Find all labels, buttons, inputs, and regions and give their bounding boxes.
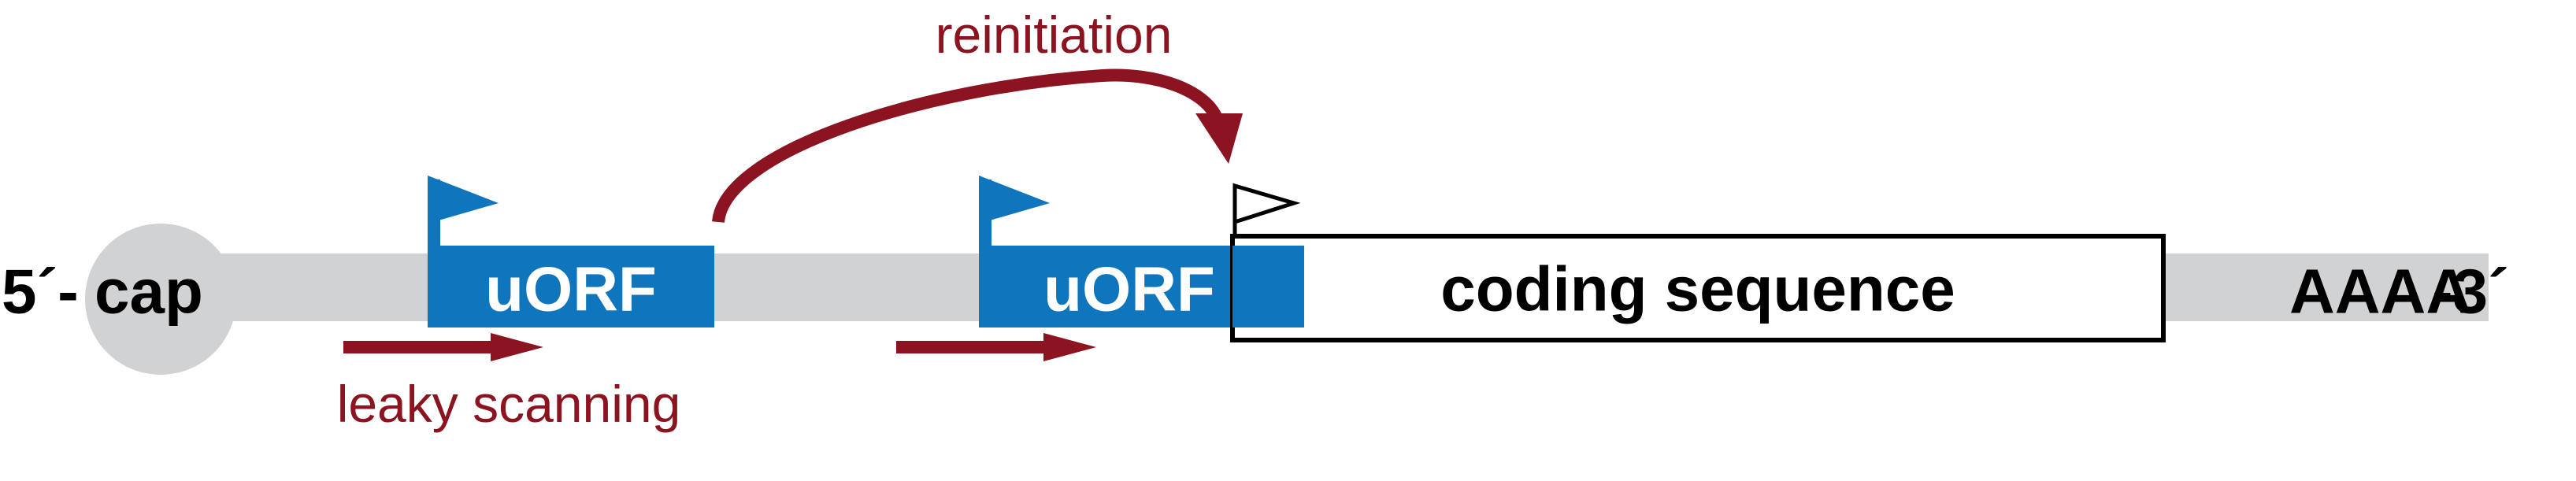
uorf-1-box bbox=[428, 246, 714, 327]
arrow-right-icon bbox=[343, 333, 543, 361]
uorf-2-overlap bbox=[1232, 246, 1304, 327]
uorf-2-label: uORF bbox=[1043, 254, 1215, 324]
reinitiation-arrowhead bbox=[1195, 113, 1243, 164]
cap-circle bbox=[85, 224, 236, 375]
arrow-right-icon bbox=[896, 333, 1096, 361]
leaky-arrow-2-head bbox=[1043, 333, 1096, 361]
reinitiation-label: reinitiation bbox=[936, 6, 1173, 64]
uorf-1: uORF bbox=[428, 176, 714, 327]
cds-label: coding sequence bbox=[1440, 254, 1955, 324]
cap-label: cap bbox=[95, 257, 203, 327]
five-prime-label: 5´- bbox=[2, 257, 79, 327]
leaky-arrow-1-head bbox=[491, 333, 543, 361]
flag-icon bbox=[979, 176, 1050, 224]
flag-outline-icon bbox=[1232, 183, 1301, 225]
three-prime-label: -3´ bbox=[2432, 257, 2509, 327]
cds-box bbox=[1230, 234, 2166, 342]
flag-icon bbox=[428, 176, 499, 224]
coding-sequence: coding sequence bbox=[1230, 183, 2166, 342]
poly-a-label: AAAA bbox=[2289, 257, 2471, 327]
uorf-1-label: uORF bbox=[485, 254, 657, 324]
reinitiation-arrow-path bbox=[712, 68, 1223, 224]
curved-arrow-icon bbox=[712, 68, 1243, 224]
leaky-scanning-label: leaky scanning bbox=[337, 375, 681, 433]
